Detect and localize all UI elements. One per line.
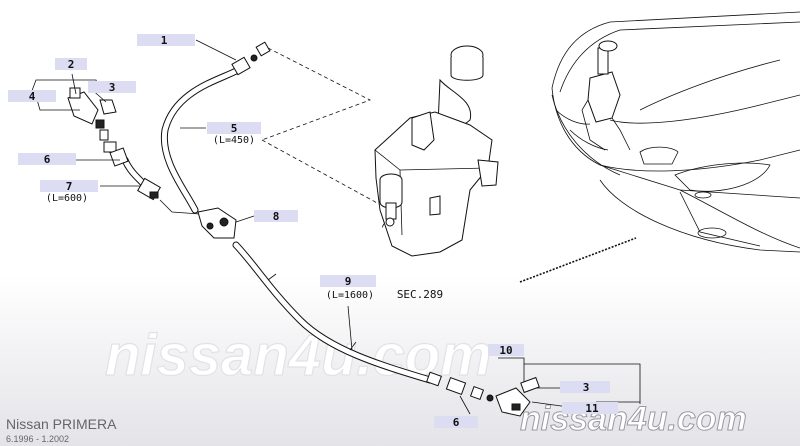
car-front-illustration	[551, 11, 800, 253]
nozzle-right	[426, 371, 540, 417]
watermark-small: nissan4u.com	[520, 400, 747, 438]
svg-text:6: 6	[453, 416, 460, 429]
model-name: Nissan PRIMERA	[6, 416, 117, 432]
callout-5: 5 (L=450)	[207, 122, 261, 146]
callout-1: 1	[137, 34, 195, 47]
callout-9: 9 (L=1600)	[320, 275, 376, 301]
svg-text:3: 3	[583, 381, 590, 394]
callout-10: 10	[488, 344, 524, 357]
nozzle-left	[67, 87, 161, 201]
svg-text:2: 2	[68, 58, 75, 71]
section-leader-line	[519, 237, 637, 283]
watermark-large: nissan4u.com	[105, 323, 492, 388]
callout-11: 11	[562, 402, 618, 415]
svg-text:11: 11	[585, 402, 599, 415]
washer-tank	[374, 45, 499, 257]
callout-2: 2	[55, 58, 87, 71]
svg-text:SEC.289: SEC.289	[397, 288, 443, 301]
svg-text:3: 3	[109, 81, 116, 94]
hose-5	[160, 66, 242, 214]
svg-text:4: 4	[29, 90, 36, 103]
hose-9	[232, 241, 434, 384]
callout-8: 8	[254, 210, 298, 223]
callout-4: 4	[8, 90, 56, 103]
connector-1	[231, 41, 271, 76]
svg-text:7: 7	[66, 180, 73, 193]
svg-text:(L=1600): (L=1600)	[326, 290, 374, 301]
svg-text:(L=600): (L=600)	[46, 193, 88, 204]
svg-text:(L=450): (L=450)	[213, 135, 255, 146]
svg-text:6: 6	[44, 153, 51, 166]
three-way-joint-8	[197, 207, 237, 239]
svg-text:9: 9	[345, 275, 352, 288]
svg-text:8: 8	[273, 210, 280, 223]
callout-3-lower: 3	[560, 381, 610, 394]
callout-6-upper: 6	[18, 153, 76, 166]
dashed-guide-upper	[261, 47, 371, 141]
callout-7: 7 (L=600)	[40, 180, 98, 204]
svg-text:5: 5	[231, 122, 238, 135]
hose-7	[121, 156, 201, 215]
svg-text:1: 1	[161, 34, 168, 47]
callout-3-upper: 3	[88, 81, 136, 94]
callout-6-lower: 6	[434, 416, 478, 429]
section-reference: SEC.289	[397, 288, 443, 301]
svg-text:10: 10	[499, 344, 512, 357]
model-years: 6.1996 - 1.2002	[6, 434, 69, 444]
